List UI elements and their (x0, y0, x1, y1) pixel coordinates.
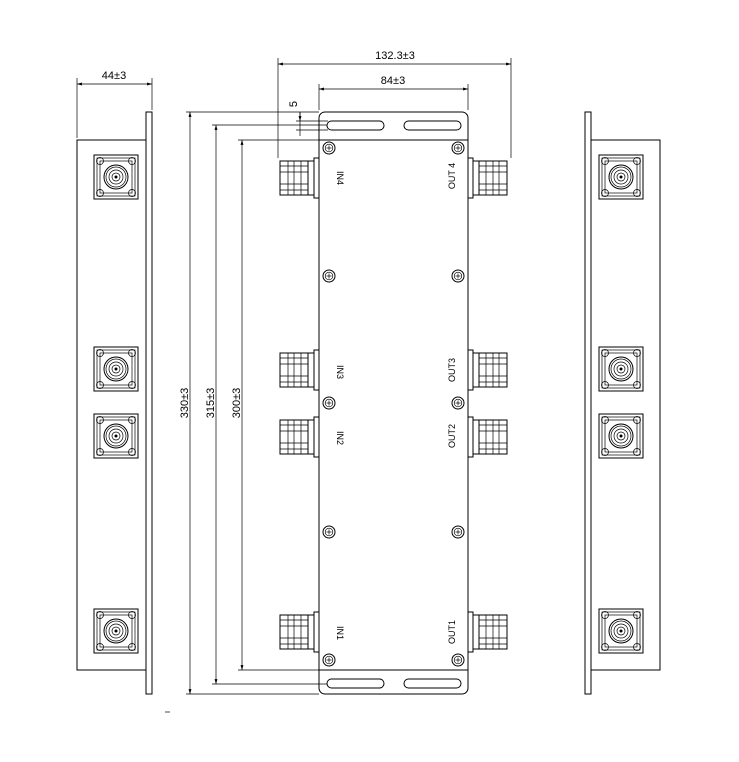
label-out1: OUT1 (447, 620, 457, 644)
dim-width-body: 84±3 (381, 75, 405, 87)
connector-in2 (279, 416, 320, 458)
dim-height-mount: 315±3 (205, 388, 217, 419)
right-connector-2 (598, 413, 644, 459)
label-out3: OUT3 (447, 358, 457, 382)
front-mount-plate (318, 111, 469, 695)
connector-out3 (467, 349, 508, 391)
label-out4: OUT 4 (447, 163, 457, 189)
left-connector-4 (93, 154, 139, 200)
label-in3: IN3 (335, 365, 345, 379)
right-side-view (584, 111, 661, 695)
dim-height-total: 330±3 (179, 388, 191, 419)
dim-hole-offset: 5 (288, 101, 300, 107)
label-in4: IN4 (335, 171, 345, 185)
dimension-lines: 132.3±3 84±3 5 330±3 315±3 300±3 (179, 50, 512, 695)
right-connector-3 (598, 346, 644, 392)
slot-bottom-right (403, 678, 462, 689)
connector-in1 (279, 611, 320, 653)
screw (322, 269, 336, 283)
connector-out4 (467, 157, 508, 199)
screw (451, 269, 465, 283)
left-side-view: 44±3 (76, 70, 153, 695)
screw (451, 141, 465, 155)
screw (322, 653, 336, 667)
label-out2: OUT2 (447, 424, 457, 448)
left-connector-3 (93, 346, 139, 392)
connector-out1 (467, 611, 508, 653)
left-connector-1 (93, 608, 139, 654)
right-body-outline (590, 139, 661, 671)
dim-height-body: 300±3 (231, 388, 243, 419)
dim-width-total: 132.3±3 (375, 50, 415, 62)
label-in1: IN1 (335, 626, 345, 640)
screw (322, 141, 336, 155)
slot-top-right (403, 120, 462, 131)
connector-out2 (467, 416, 508, 458)
screw (451, 396, 465, 410)
slot-bottom-left (326, 678, 385, 689)
screw (451, 653, 465, 667)
dim-side-depth: 44±3 (102, 70, 126, 82)
connector-in3 (279, 349, 320, 391)
screw (322, 525, 336, 539)
right-mount-plate (584, 111, 592, 695)
slot-top-left (326, 120, 385, 131)
front-view: IN4 IN3 IN2 IN1 OUT 4 OUT3 OUT2 OUT1 (279, 111, 508, 695)
label-in2: IN2 (335, 431, 345, 445)
screw (451, 525, 465, 539)
left-mount-plate (145, 111, 153, 695)
screw (322, 396, 336, 410)
left-body-outline (76, 139, 147, 671)
connector-in4 (279, 157, 320, 199)
right-connector-4 (598, 154, 644, 200)
right-connector-1 (598, 608, 644, 654)
left-connector-2 (93, 413, 139, 459)
